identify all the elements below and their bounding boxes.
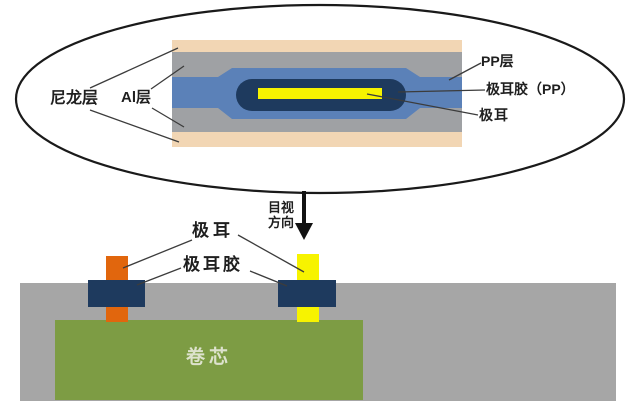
pointer-al-top [150,65,185,90]
aluminum-layer-label: Al层 [121,89,152,106]
tab-glue-right-shape [278,280,336,307]
tab-glue-left-shape [88,280,145,307]
pointer-tab-right [237,234,305,273]
pointer-nylon-top [89,47,179,89]
tab-label-magnified: 极耳 [479,107,509,123]
tab-glue-label-bottom: 极耳胶 [183,255,243,274]
viewing-direction-label: 目视 方向 [260,200,294,230]
tab-label-bottom: 极耳 [192,221,234,240]
viewing-direction-line2: 方向 [267,215,294,230]
pointer-nylon-bottom [89,109,180,143]
nylon-layer-label: 尼龙层 [50,90,99,107]
viewing-direction-line1: 目视 [267,200,294,215]
pp-layer-label: PP层 [481,53,514,69]
magnifier-ellipse [14,3,626,195]
jelly-roll-shape [55,320,363,400]
pointer-glue-left [136,267,182,286]
jelly-roll-label: 卷芯 [185,347,232,368]
pointer-pp [448,62,482,81]
tab-glue-pp-label: 极耳胶（PP） [486,81,575,97]
pointer-tab-left [122,239,193,269]
bottom-pointer-lines [122,234,305,287]
arrow-head-icon [295,223,313,240]
pointer-glue-right [249,270,288,287]
pointer-al-bottom [151,107,185,128]
magnified-pointer-lines [89,47,486,143]
pointer-tab-glue-pp [397,89,486,93]
pointer-tab-top [366,93,479,116]
tab-shape [258,88,382,99]
viewing-direction-arrow [295,191,313,240]
